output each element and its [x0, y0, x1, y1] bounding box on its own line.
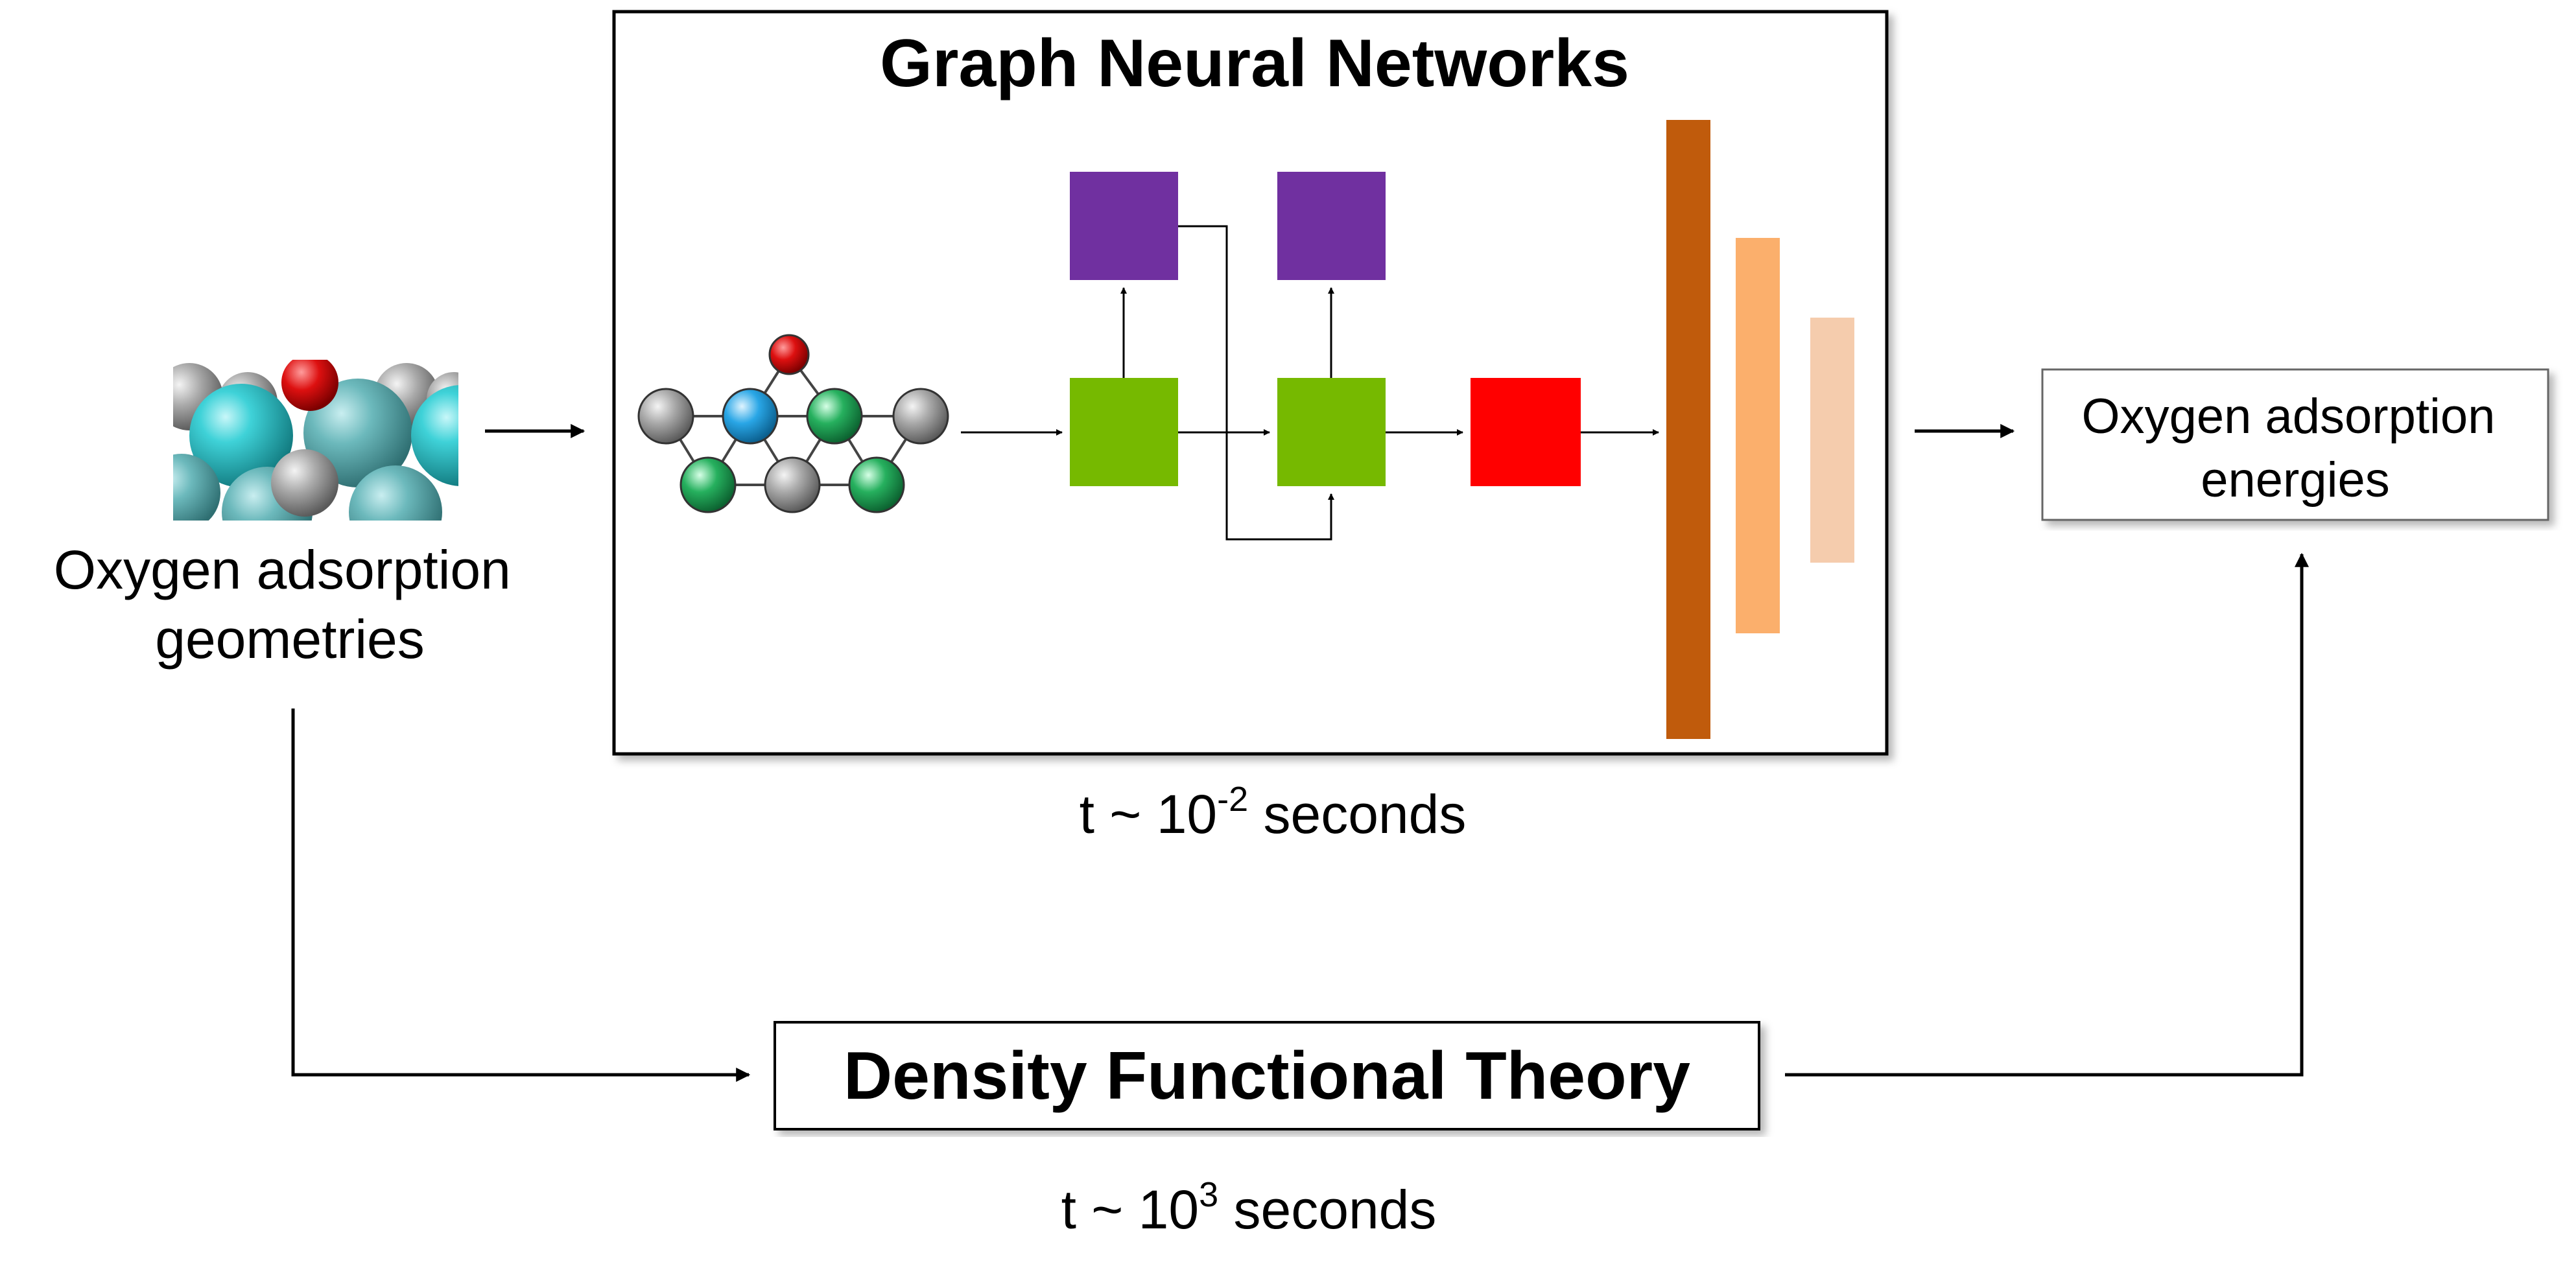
update-block-1	[1070, 378, 1178, 486]
gnn-arrows	[961, 225, 1659, 541]
dense-layer-1	[1666, 120, 1710, 739]
dft-time-exponent: 3	[1199, 1175, 1218, 1214]
slab-atom-teal	[303, 379, 412, 487]
update-block-2	[1277, 378, 1386, 486]
output-label-line2: energies	[2201, 452, 2390, 508]
output-label: Oxygen adsorption energies	[2081, 389, 2509, 508]
output-box	[2041, 368, 2549, 521]
surface-slab-image	[173, 360, 458, 521]
dft-box	[774, 1021, 1760, 1131]
input-label-line1: Oxygen adsorption	[54, 539, 511, 600]
message-block-1	[1070, 172, 1178, 280]
gnn-time-suffix: seconds	[1248, 784, 1466, 845]
node-green	[848, 456, 905, 513]
node-gray	[764, 456, 821, 513]
node-gray	[892, 388, 949, 445]
slab-atom-teal	[189, 384, 293, 487]
slab-atom-gray	[271, 449, 338, 517]
gnn-time-exponent: -2	[1217, 780, 1248, 819]
node-gray	[637, 388, 694, 445]
input-label: Oxygen adsorption geometries	[54, 539, 526, 670]
message-block-2	[1277, 172, 1386, 280]
slab-atom-oxygen	[281, 360, 338, 411]
arrow-input-to-dft	[291, 709, 751, 1082]
dft-time-prefix: t ~ 10	[1061, 1179, 1199, 1240]
arrow-dft-to-output	[1785, 552, 2309, 1077]
arrow-message1-skip-to-update2	[1178, 225, 1334, 541]
dense-layer-2	[1736, 238, 1780, 633]
node-blue	[722, 388, 779, 445]
node-green	[679, 456, 737, 513]
node-green	[806, 388, 863, 445]
graph-nodes	[637, 334, 949, 513]
slab-atom-teal	[411, 385, 458, 486]
node-oxygen	[768, 334, 810, 375]
input-label-line2: geometries	[155, 609, 425, 670]
gnn-time-label: t ~ 10-2 seconds	[1080, 780, 1467, 845]
slab-atom-teal	[173, 454, 220, 521]
slab-atom-teal	[349, 465, 442, 521]
gnn-title: Graph Neural Networks	[880, 26, 1629, 101]
dft-time-label: t ~ 103 seconds	[1061, 1175, 1437, 1240]
dense-layer-3	[1810, 318, 1854, 563]
dft-time-suffix: seconds	[1218, 1179, 1436, 1240]
output-label-line1: Oxygen adsorption	[2081, 389, 2495, 444]
readout-block	[1471, 378, 1581, 486]
dft-title: Density Functional Theory	[844, 1038, 1690, 1114]
gnn-time-prefix: t ~ 10	[1080, 784, 1218, 845]
